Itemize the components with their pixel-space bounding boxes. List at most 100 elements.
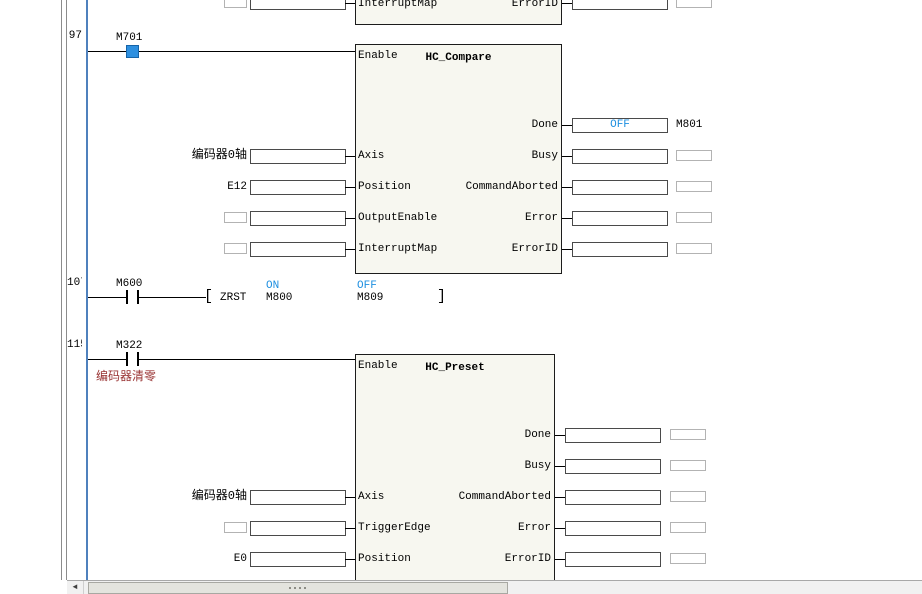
operand-label[interactable]: E0 (233, 553, 247, 565)
block-title: HC_Preset (425, 362, 485, 374)
wire (562, 156, 572, 157)
operand-output-box[interactable] (572, 149, 668, 164)
wire (562, 125, 572, 126)
instruction-bracket-open: [ (204, 288, 214, 305)
operand-mini-box[interactable] (224, 522, 247, 533)
pin-label: InterruptMap (358, 0, 438, 10)
pin-label-enable: Enable (358, 360, 398, 372)
scroll-left-icon: ◄ (72, 583, 78, 592)
operand-mini-box[interactable] (670, 460, 706, 471)
operand-label[interactable]: M801 (676, 119, 703, 131)
block-title: HC_Compare (425, 52, 492, 64)
operand-input-box[interactable] (250, 242, 346, 257)
operand-mini-box[interactable] (224, 0, 247, 8)
wire (88, 51, 355, 52)
no-contact[interactable] (126, 290, 139, 304)
wire (562, 249, 572, 250)
scrollbar-grip-icon (289, 587, 291, 589)
operand-label[interactable]: M800 (266, 292, 293, 304)
wire (555, 559, 565, 560)
operand-output-box[interactable] (572, 0, 668, 10)
scrollbar-thumb[interactable] (88, 582, 508, 594)
function-block-hc-compare[interactable] (355, 44, 562, 274)
wire (88, 297, 206, 298)
wire (88, 359, 355, 360)
operand-output-box[interactable] (572, 211, 668, 226)
operand-mini-box[interactable] (670, 491, 706, 502)
pin-label: Done (524, 429, 551, 441)
operand-output-box[interactable] (565, 428, 661, 443)
pin-label: Error (524, 212, 558, 224)
pane-border-line (66, 0, 67, 580)
function-block-hc-preset[interactable] (355, 354, 555, 594)
wire (345, 156, 355, 157)
rung-step-number: 115 (67, 339, 82, 351)
operand-output-box[interactable] (572, 180, 668, 195)
operand-output-box[interactable] (565, 552, 661, 567)
operand-output-box[interactable] (565, 490, 661, 505)
pin-label-enable: Enable (358, 50, 398, 62)
pin-label: Position (358, 181, 411, 193)
value-display-box[interactable]: OFF (572, 118, 668, 133)
wire (555, 435, 565, 436)
operand-input-box[interactable] (250, 211, 346, 226)
pane-border-line (61, 0, 62, 580)
pin-label: OutputEnable (358, 212, 438, 224)
pin-label: Error (517, 522, 551, 534)
wire (555, 466, 565, 467)
operand-input-box[interactable] (250, 180, 346, 195)
function-block-partial[interactable] (355, 0, 562, 25)
horizontal-scrollbar[interactable]: ◄ (67, 580, 922, 594)
pin-label: Busy (531, 150, 558, 162)
wire (345, 3, 355, 4)
operand-mini-box[interactable] (676, 181, 712, 192)
wire (562, 3, 572, 4)
pin-label: ErrorID (511, 0, 558, 10)
operand-state-value: ON (266, 280, 280, 292)
wire (555, 528, 565, 529)
operand-mini-box[interactable] (676, 212, 712, 223)
scroll-left-button[interactable]: ◄ (67, 581, 84, 594)
pin-label: Axis (358, 150, 385, 162)
wire (345, 528, 355, 529)
operand-input-box[interactable] (250, 552, 346, 567)
pin-label: Done (531, 119, 558, 131)
pin-label: CommandAborted (458, 491, 551, 503)
operand-mini-box[interactable] (224, 212, 247, 223)
operand-mini-box[interactable] (676, 150, 712, 161)
no-contact[interactable] (126, 352, 139, 366)
operand-output-box[interactable] (565, 521, 661, 536)
operand-input-box[interactable] (250, 490, 346, 505)
contact-label: M322 (116, 340, 143, 352)
contact-label: M701 (116, 32, 143, 44)
operand-label[interactable]: 编码器0轴 (191, 148, 247, 162)
instruction-bracket-close: ] (437, 288, 447, 305)
operand-mini-box[interactable] (676, 0, 712, 8)
operand-mini-box[interactable] (670, 553, 706, 564)
instruction-mnemonic[interactable]: ZRST (220, 292, 247, 304)
pin-label: CommandAborted (465, 181, 558, 193)
wire (555, 497, 565, 498)
pin-label: TriggerEdge (358, 522, 431, 534)
operand-mini-box[interactable] (676, 243, 712, 254)
operand-output-box[interactable] (572, 242, 668, 257)
operand-mini-box[interactable] (670, 429, 706, 440)
operand-label[interactable]: 编码器0轴 (191, 489, 247, 503)
wire (562, 187, 572, 188)
wire (345, 497, 355, 498)
operand-input-box[interactable] (250, 0, 346, 10)
contact-label: M600 (116, 278, 143, 290)
operand-label[interactable]: M809 (357, 292, 384, 304)
operand-output-box[interactable] (565, 459, 661, 474)
operand-input-box[interactable] (250, 521, 346, 536)
operand-mini-box[interactable] (224, 243, 247, 254)
selected-contact[interactable] (126, 45, 139, 58)
operand-mini-box[interactable] (670, 522, 706, 533)
wire (345, 187, 355, 188)
wire (345, 218, 355, 219)
wire (345, 249, 355, 250)
operand-label[interactable]: E12 (227, 181, 247, 193)
operand-input-box[interactable] (250, 149, 346, 164)
wire (562, 218, 572, 219)
